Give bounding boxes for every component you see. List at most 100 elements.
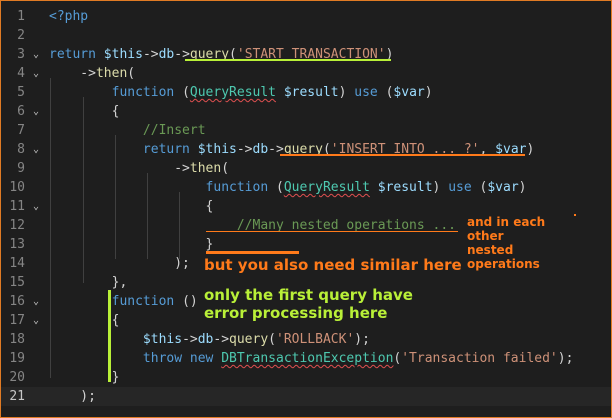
line-number: 9 [17, 161, 25, 176]
code-line[interactable]: 1<?php [1, 7, 611, 26]
code-text: { [49, 311, 120, 330]
line-number: 14 [9, 256, 25, 271]
code-token [276, 85, 284, 100]
code-line[interactable]: 2 [1, 26, 611, 45]
code-token: db [252, 142, 269, 157]
code-token: -> [213, 332, 230, 347]
line-number: 2 [17, 28, 25, 43]
indent-guide [147, 173, 148, 259]
code-text: function () [49, 292, 198, 311]
code-token: return [142, 142, 198, 157]
code-token: $var [495, 142, 527, 157]
code-text: { [49, 197, 214, 216]
fold-chevron-icon[interactable]: ⌄ [33, 201, 40, 212]
fold-chevron-icon[interactable]: ⌄ [33, 49, 40, 60]
code-line[interactable]: 14 ); [1, 254, 611, 273]
code-line[interactable]: 6⌄ { [1, 102, 611, 121]
start-transaction-underline [185, 59, 391, 61]
code-token: 'START TRANSACTION' [236, 47, 386, 62]
code-text: }, [49, 273, 128, 292]
fold-chevron-icon[interactable]: ⌄ [33, 315, 40, 326]
code-token: QueryResult [189, 85, 276, 100]
code-line[interactable]: 16⌄ function () [1, 292, 611, 311]
code-token: throw [142, 351, 190, 366]
code-line[interactable]: 19 throw new DBTransactionException('Tra… [1, 349, 611, 368]
indent-guide [83, 97, 84, 283]
code-token: //Many nested operations ... [236, 218, 456, 233]
fold-chevron-icon[interactable]: ⌄ [33, 144, 40, 155]
code-token: return [49, 47, 104, 62]
code-token: { [49, 199, 214, 214]
code-line[interactable]: 9 ->then( [1, 159, 611, 178]
code-text: function (QueryResult $result) use ($var… [49, 178, 527, 197]
code-token: ( [322, 142, 331, 157]
code-line[interactable]: 3⌄return $this->db->query('START TRANSAC… [1, 45, 611, 64]
code-token: ) [385, 47, 394, 62]
code-token: query [189, 47, 230, 62]
code-token: ( [377, 85, 394, 100]
fold-chevron-icon[interactable]: ⌄ [33, 68, 40, 79]
code-token: () [182, 294, 198, 309]
code-token: function [111, 85, 183, 100]
code-token: then [95, 66, 128, 81]
code-token: } [49, 237, 214, 252]
code-line[interactable]: 20 } [1, 368, 611, 387]
code-token: -> [142, 47, 159, 62]
code-text: ->then( [49, 159, 229, 178]
insert-query-underline [280, 154, 525, 156]
code-line[interactable]: 8⌄ return $this->db->query('INSERT INTO … [1, 140, 611, 159]
code-line[interactable]: 5 function (QueryResult $result) use ($v… [1, 83, 611, 102]
orange-dot [574, 214, 576, 216]
code-token: db [158, 47, 175, 62]
code-token: -> [268, 142, 284, 157]
annotation-nested: and in each other nested operations [467, 215, 546, 271]
code-line[interactable]: 7 //Insert [1, 121, 611, 140]
fold-chevron-icon[interactable]: ⌄ [33, 296, 40, 307]
code-text: $this->db->query('ROLLBACK'); [49, 330, 370, 349]
code-text: throw new DBTransactionException('Transa… [49, 349, 574, 368]
code-line[interactable]: 4⌄ ->then( [1, 64, 611, 83]
code-line[interactable]: 13 } [1, 235, 611, 254]
indent-guide [115, 135, 116, 259]
code-line[interactable]: 11 ⌄ { [1, 197, 611, 216]
code-token: function [205, 180, 276, 195]
code-token: ( [182, 85, 190, 100]
code-token: $result [283, 85, 339, 100]
line-number: 11 [9, 199, 25, 214]
code-token: ); [354, 332, 370, 347]
code-line[interactable]: 15 }, [1, 273, 611, 292]
code-token: query [283, 142, 323, 157]
line-number: 17 [9, 313, 25, 328]
line-number: 6 [17, 104, 25, 119]
code-text: return $this->db->query('START TRANSACTI… [49, 45, 393, 64]
code-token: -> [174, 47, 190, 62]
code-line[interactable]: 21 ); [1, 387, 611, 406]
line-number: 8 [17, 142, 25, 157]
code-line[interactable]: 12 //Many nested operations ... [1, 216, 611, 235]
error-handler-bar [108, 290, 111, 382]
line-number: 7 [17, 123, 25, 138]
code-token: -> [236, 142, 253, 157]
code-token: //Insert [142, 123, 206, 138]
similar-underline [206, 251, 299, 254]
code-token: QueryResult [283, 180, 370, 195]
code-token: }, [49, 275, 128, 290]
code-token: use [354, 85, 378, 100]
code-token: $var [487, 180, 519, 195]
code-token: DBTransactionException [221, 351, 394, 366]
line-number: 5 [17, 85, 25, 100]
code-token: ( [221, 161, 230, 176]
code-token [49, 332, 143, 347]
code-text: } [49, 368, 120, 387]
code-line[interactable]: 10 function (QueryResult $result) use ($… [1, 178, 611, 197]
line-number: 19 [9, 351, 25, 366]
code-text: //Insert [49, 121, 206, 140]
indent-guide [179, 192, 180, 259]
code-token: <?php [49, 9, 89, 24]
code-text: ); [49, 254, 190, 273]
nested-comment-underline [206, 231, 458, 232]
code-line[interactable]: 17 ⌄ { [1, 311, 611, 330]
fold-chevron-icon[interactable]: ⌄ [33, 106, 40, 117]
code-line[interactable]: 18 $this->db->query('ROLLBACK'); [1, 330, 611, 349]
